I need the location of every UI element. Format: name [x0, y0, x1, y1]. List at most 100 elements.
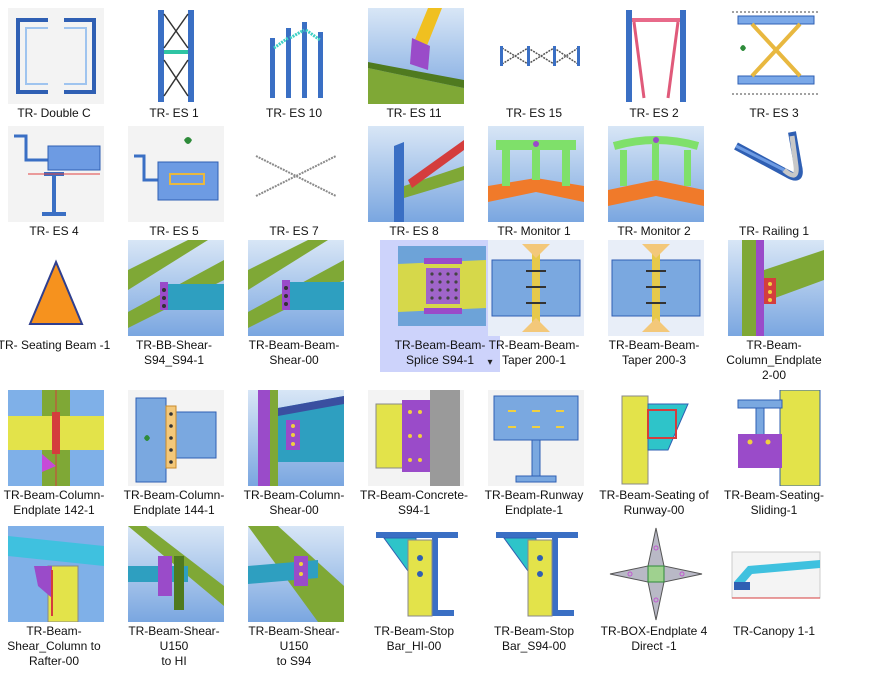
seating-beam-icon	[8, 240, 104, 336]
es3-icon	[728, 8, 824, 104]
component-tile[interactable]: TR-Beam-Beam- Shear-00	[234, 240, 354, 372]
component-tile[interactable]: TR- Double C	[0, 8, 114, 125]
box-endplate-icon	[608, 526, 704, 622]
es15-icon	[488, 8, 584, 104]
stop-bar-hi-icon	[368, 526, 464, 622]
double-c-icon	[8, 8, 104, 104]
component-tile[interactable]: TR-BOX-Endplate 4 Direct -1	[594, 526, 714, 658]
component-label: TR- Seating Beam -1	[0, 338, 111, 352]
component-label: TR- Monitor 1	[497, 224, 571, 238]
endplate-142-icon	[8, 390, 104, 486]
component-tile[interactable]: TR- Monitor 1	[474, 126, 594, 243]
component-label: TR-Beam-Seating of Runway-00	[599, 488, 709, 517]
component-label: TR- ES 10	[265, 106, 322, 120]
component-label: TR-Beam-Stop Bar_S94-00	[493, 624, 575, 653]
beam-concrete-icon	[368, 390, 464, 486]
component-label: TR-Beam-Column- Endplate 142-1	[3, 488, 105, 517]
component-tile[interactable]: TR- Seating Beam -1	[0, 240, 114, 357]
component-label: TR-Beam-Shear-U150 to HI	[128, 624, 220, 668]
component-label: TR-Beam-Beam- Taper 200-3	[608, 338, 700, 367]
component-tile[interactable]: TR-Canopy 1-1	[714, 526, 834, 643]
component-tile[interactable]: TR-Beam-Shear-U150 to HI	[114, 526, 234, 668]
component-tile[interactable]: TR- ES 7	[234, 126, 354, 243]
component-label: TR- Double C	[17, 106, 91, 120]
component-tile[interactable]: TR-Beam-Column- Shear-00	[234, 390, 354, 522]
component-tile[interactable]: TR-Beam-Beam- Taper 200-1	[474, 240, 594, 372]
es1-icon	[128, 8, 224, 104]
component-tile[interactable]: TR- ES 5	[114, 126, 234, 243]
component-label: TR-Beam- Shear_Column to Rafter-00	[7, 624, 101, 668]
es5-icon	[128, 126, 224, 222]
component-label: TR- ES 7	[269, 224, 319, 238]
canopy-icon	[728, 526, 824, 622]
taper-200-3-icon	[608, 240, 704, 336]
component-label: TR- ES 2	[629, 106, 679, 120]
seating-runway-icon	[608, 390, 704, 486]
component-tile[interactable]: TR-Beam-Column- Endplate 142-1	[0, 390, 114, 522]
component-tile[interactable]: TR-Beam- Shear_Column to Rafter-00	[0, 526, 114, 673]
component-tile[interactable]: TR-Beam-Column- Endplate 144-1	[114, 390, 234, 522]
stop-bar-s94-icon	[488, 526, 584, 622]
component-label: TR-Beam-Column- Shear-00	[243, 488, 345, 517]
component-label: TR-Beam- Column_Endplate 2-00	[726, 338, 822, 382]
component-tile[interactable]: TR- ES 11	[354, 8, 474, 125]
dropdown-arrow-icon[interactable]: ▾	[487, 357, 493, 368]
component-tile[interactable]: TR- Monitor 2	[594, 126, 714, 243]
monitor1-icon	[488, 126, 584, 222]
component-tile[interactable]: TR-Beam-Stop Bar_S94-00	[474, 526, 594, 658]
component-label: TR-Beam-Column- Endplate 144-1	[123, 488, 225, 517]
es11-icon	[368, 8, 464, 104]
endplate-144-icon	[128, 390, 224, 486]
es2-icon	[608, 8, 704, 104]
beam-beam-shear-icon	[248, 240, 344, 336]
component-tile[interactable]: TR-Beam-Seating- Sliding-1	[714, 390, 834, 522]
component-label: TR-Beam-Concrete- S94-1	[359, 488, 469, 517]
component-label: TR-Beam-Runway Endplate-1	[484, 488, 584, 517]
component-tile[interactable]: TR-BB-Shear- S94_S94-1	[114, 240, 234, 372]
component-label: TR-Beam-Stop Bar_HI-00	[373, 624, 455, 653]
bb-shear-icon	[128, 240, 224, 336]
component-tile[interactable]: TR- ES 2	[594, 8, 714, 125]
component-tile[interactable]: TR- ES 1	[114, 8, 234, 125]
component-tile[interactable]: TR-Beam-Seating of Runway-00	[594, 390, 714, 522]
runway-endplate-icon	[488, 390, 584, 486]
component-label: TR- ES 1	[149, 106, 199, 120]
component-label: TR- ES 4	[29, 224, 79, 238]
component-label: TR- ES 5	[149, 224, 199, 238]
component-label: TR-BB-Shear- S94_S94-1	[135, 338, 212, 367]
seating-sliding-icon	[728, 390, 824, 486]
component-tile[interactable]: TR- ES 15	[474, 8, 594, 125]
component-label: TR- ES 3	[749, 106, 799, 120]
component-tile[interactable]: TR-Beam-Beam- Splice S94-1▾	[380, 240, 500, 372]
component-label: TR- ES 11	[386, 106, 442, 120]
es8-icon	[368, 126, 464, 222]
component-label: TR-Beam-Beam- Shear-00	[248, 338, 340, 367]
column-shear-icon	[248, 390, 344, 486]
component-tile[interactable]: TR-Beam- Column_Endplate 2-00	[714, 240, 834, 387]
component-label: TR-Beam-Beam- Taper 200-1	[488, 338, 580, 367]
monitor2-icon	[608, 126, 704, 222]
component-tile[interactable]: TR- ES 8	[354, 126, 474, 243]
component-tile[interactable]: TR- ES 10	[234, 8, 354, 125]
column-endplate-icon	[728, 240, 824, 336]
component-tile[interactable]: TR- Railing 1	[714, 126, 834, 243]
component-tile[interactable]: TR- ES 4	[0, 126, 114, 243]
component-tile[interactable]: TR-Beam-Concrete- S94-1	[354, 390, 474, 522]
component-tile[interactable]: TR-Beam-Stop Bar_HI-00	[354, 526, 474, 658]
component-tile[interactable]: TR-Beam-Runway Endplate-1	[474, 390, 594, 522]
taper-200-1-icon	[488, 240, 584, 336]
shear-column-rafter-icon	[8, 526, 104, 622]
component-label: TR-Beam-Seating- Sliding-1	[723, 488, 825, 517]
component-label: TR-Beam-Shear-U150 to S94	[248, 624, 340, 668]
component-label: TR-Beam-Beam- Splice S94-1	[394, 338, 486, 367]
shear-u150-s94-icon	[248, 526, 344, 622]
component-label: TR-BOX-Endplate 4 Direct -1	[600, 624, 708, 653]
component-tile[interactable]: TR-Beam-Beam- Taper 200-3	[594, 240, 714, 372]
component-tile[interactable]: TR- ES 3	[714, 8, 834, 125]
component-tile[interactable]: TR-Beam-Shear-U150 to S94	[234, 526, 354, 668]
beam-beam-splice-icon	[394, 240, 490, 336]
es10-icon	[248, 8, 344, 104]
component-label: TR- ES 15	[505, 106, 562, 120]
component-label: TR- Railing 1	[738, 224, 810, 238]
